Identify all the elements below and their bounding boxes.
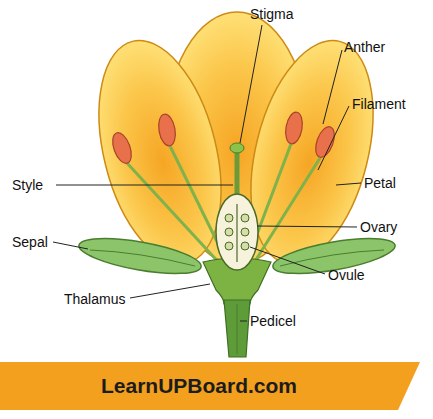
leader-line <box>323 50 342 124</box>
leader-line <box>240 321 247 322</box>
ovule <box>241 214 249 222</box>
ovule <box>225 214 233 222</box>
part-label: Sepal <box>12 234 48 250</box>
banner-fill <box>0 362 420 410</box>
leader-lines <box>53 25 361 321</box>
ovary <box>216 194 258 270</box>
leader-line <box>130 284 210 298</box>
style <box>235 152 240 198</box>
part-label: Ovary <box>360 219 397 235</box>
leader-line <box>250 247 325 274</box>
filament <box>127 163 222 266</box>
leader-line <box>56 185 233 186</box>
part-label: Stigma <box>250 6 294 22</box>
part-label: Petal <box>364 175 396 191</box>
leader-line <box>336 183 361 185</box>
leader-line <box>257 226 357 227</box>
sepal-vein <box>90 250 195 266</box>
banner-text: LearnUPBoard.com <box>101 374 297 398</box>
anther <box>109 130 135 166</box>
pedicel-vein <box>237 304 238 354</box>
leader-line <box>318 106 349 170</box>
leader-line <box>240 25 262 143</box>
part-label: Anther <box>344 39 385 55</box>
part-label: Thalamus <box>64 291 125 307</box>
ovule <box>241 228 249 236</box>
banner-band: LearnUPBoard.com <box>0 362 420 410</box>
pedicel <box>224 300 250 357</box>
ovule <box>225 242 233 250</box>
part-label: Ovule <box>328 267 365 283</box>
part-label: Filament <box>352 96 406 112</box>
leader-line <box>53 242 88 249</box>
ovules <box>225 214 249 250</box>
left-sepal <box>77 231 204 280</box>
ovary-septum <box>236 204 237 262</box>
part-label: Pedicel <box>250 313 296 329</box>
part-label: Style <box>12 177 43 193</box>
anther <box>156 113 177 147</box>
ovule <box>225 228 233 236</box>
anther <box>283 111 304 145</box>
filament <box>252 158 320 266</box>
ovule <box>241 242 249 250</box>
stigma <box>230 143 244 153</box>
